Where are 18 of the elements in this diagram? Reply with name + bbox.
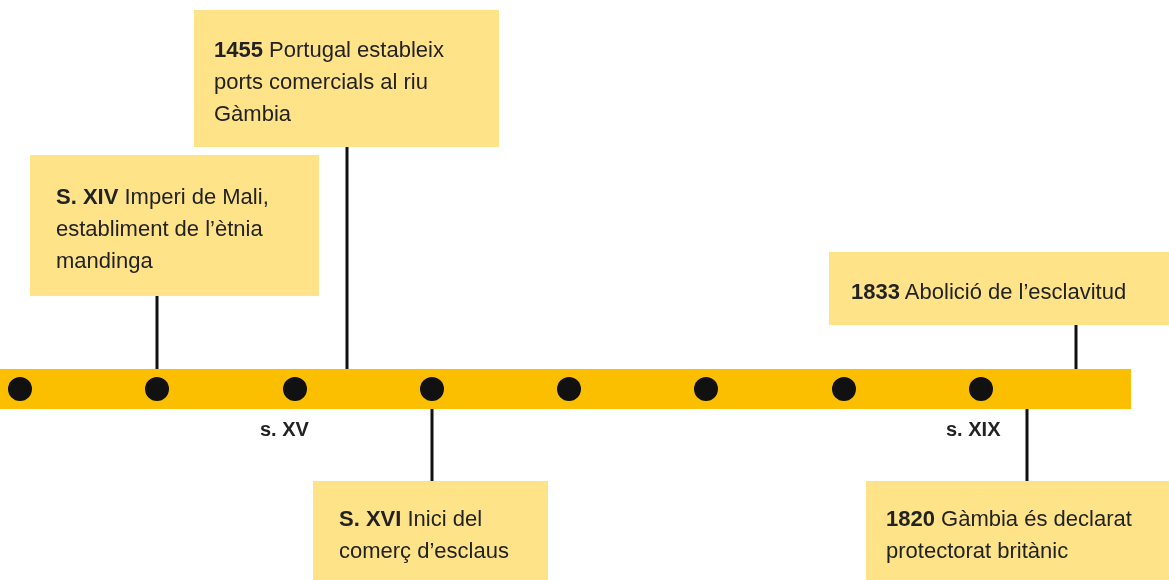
leader-line bbox=[345, 147, 349, 369]
event-text: S. XIV Imperi de Mali, establiment de l’ètnia mandinga bbox=[56, 183, 270, 275]
event-text: 1833 Abolició de l’esclavitud bbox=[851, 278, 1128, 306]
event-box bbox=[829, 252, 1169, 325]
century-label: s. XIX bbox=[946, 418, 1001, 441]
leader-line bbox=[430, 409, 434, 481]
event-box bbox=[30, 155, 319, 296]
event-text: 1820 Gàmbia és declarat protectorat britànic bbox=[886, 505, 1133, 565]
century-label: s. XV bbox=[260, 418, 309, 441]
timeline-bar bbox=[0, 369, 1131, 409]
event-text: S. XVI Inici del comerç d’esclaus bbox=[339, 505, 510, 565]
event-box bbox=[866, 481, 1169, 580]
event-text: 1455 Portugal estableix ports comercials al riu Gàmbia bbox=[214, 36, 445, 128]
event-box bbox=[194, 10, 499, 147]
leader-line bbox=[1074, 325, 1078, 369]
leader-line bbox=[1025, 409, 1029, 481]
leader-line bbox=[155, 296, 159, 369]
event-box bbox=[313, 481, 548, 580]
